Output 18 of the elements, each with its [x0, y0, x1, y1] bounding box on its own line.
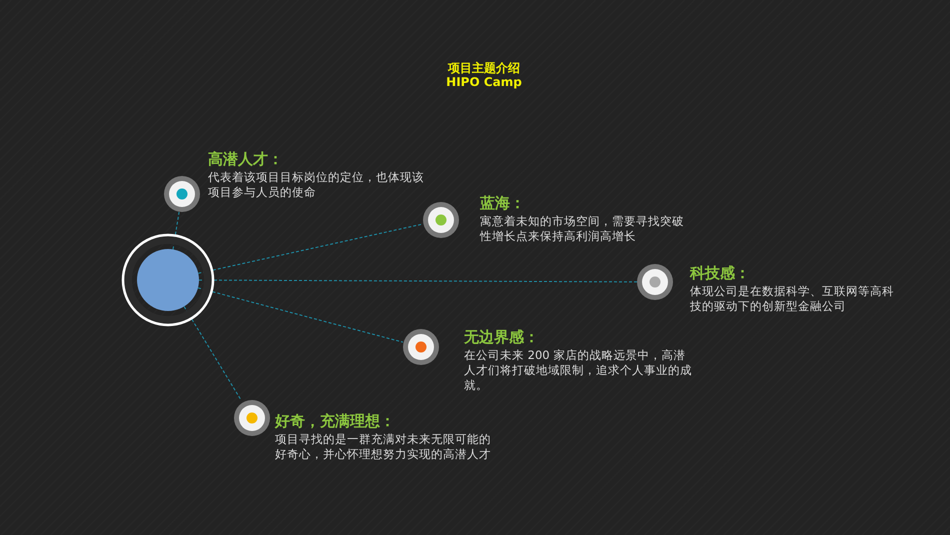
- description: 体现公司是在数据科学、互联网等高科技的驱动下的创新型金融公司: [690, 284, 895, 314]
- connector-line: [198, 280, 638, 282]
- connector-line: [172, 212, 180, 250]
- heading: 好奇，充满理想：: [275, 412, 396, 431]
- description: 代表着该项目目标岗位的定位，也体现该项目参与人员的使命: [208, 170, 425, 200]
- heading: 无边界感：: [464, 328, 540, 347]
- heading: 高潜人才：: [208, 150, 284, 169]
- heading: 科技感：: [690, 264, 751, 283]
- description: 项目寻找的是一群充满对未来无限可能的好奇心，并心怀理想努力实现的高潜人才: [275, 432, 492, 462]
- description: 在公司未来 200 家店的战略远景中，高潜人才们将打破地域限制，追求个人事业的成就。: [464, 348, 693, 393]
- connector-line: [198, 287, 404, 343]
- heading: 蓝海：: [480, 194, 526, 213]
- hub-circle: [137, 249, 199, 311]
- connector-line: [198, 224, 424, 274]
- subtitle: HIPO Camp: [445, 76, 523, 89]
- title: 项目主题介绍: [446, 62, 521, 75]
- connector-line: [184, 306, 242, 400]
- description: 寓意着未知的市场空间，需要寻找突破性增长点来保持高利润高增长: [480, 214, 685, 244]
